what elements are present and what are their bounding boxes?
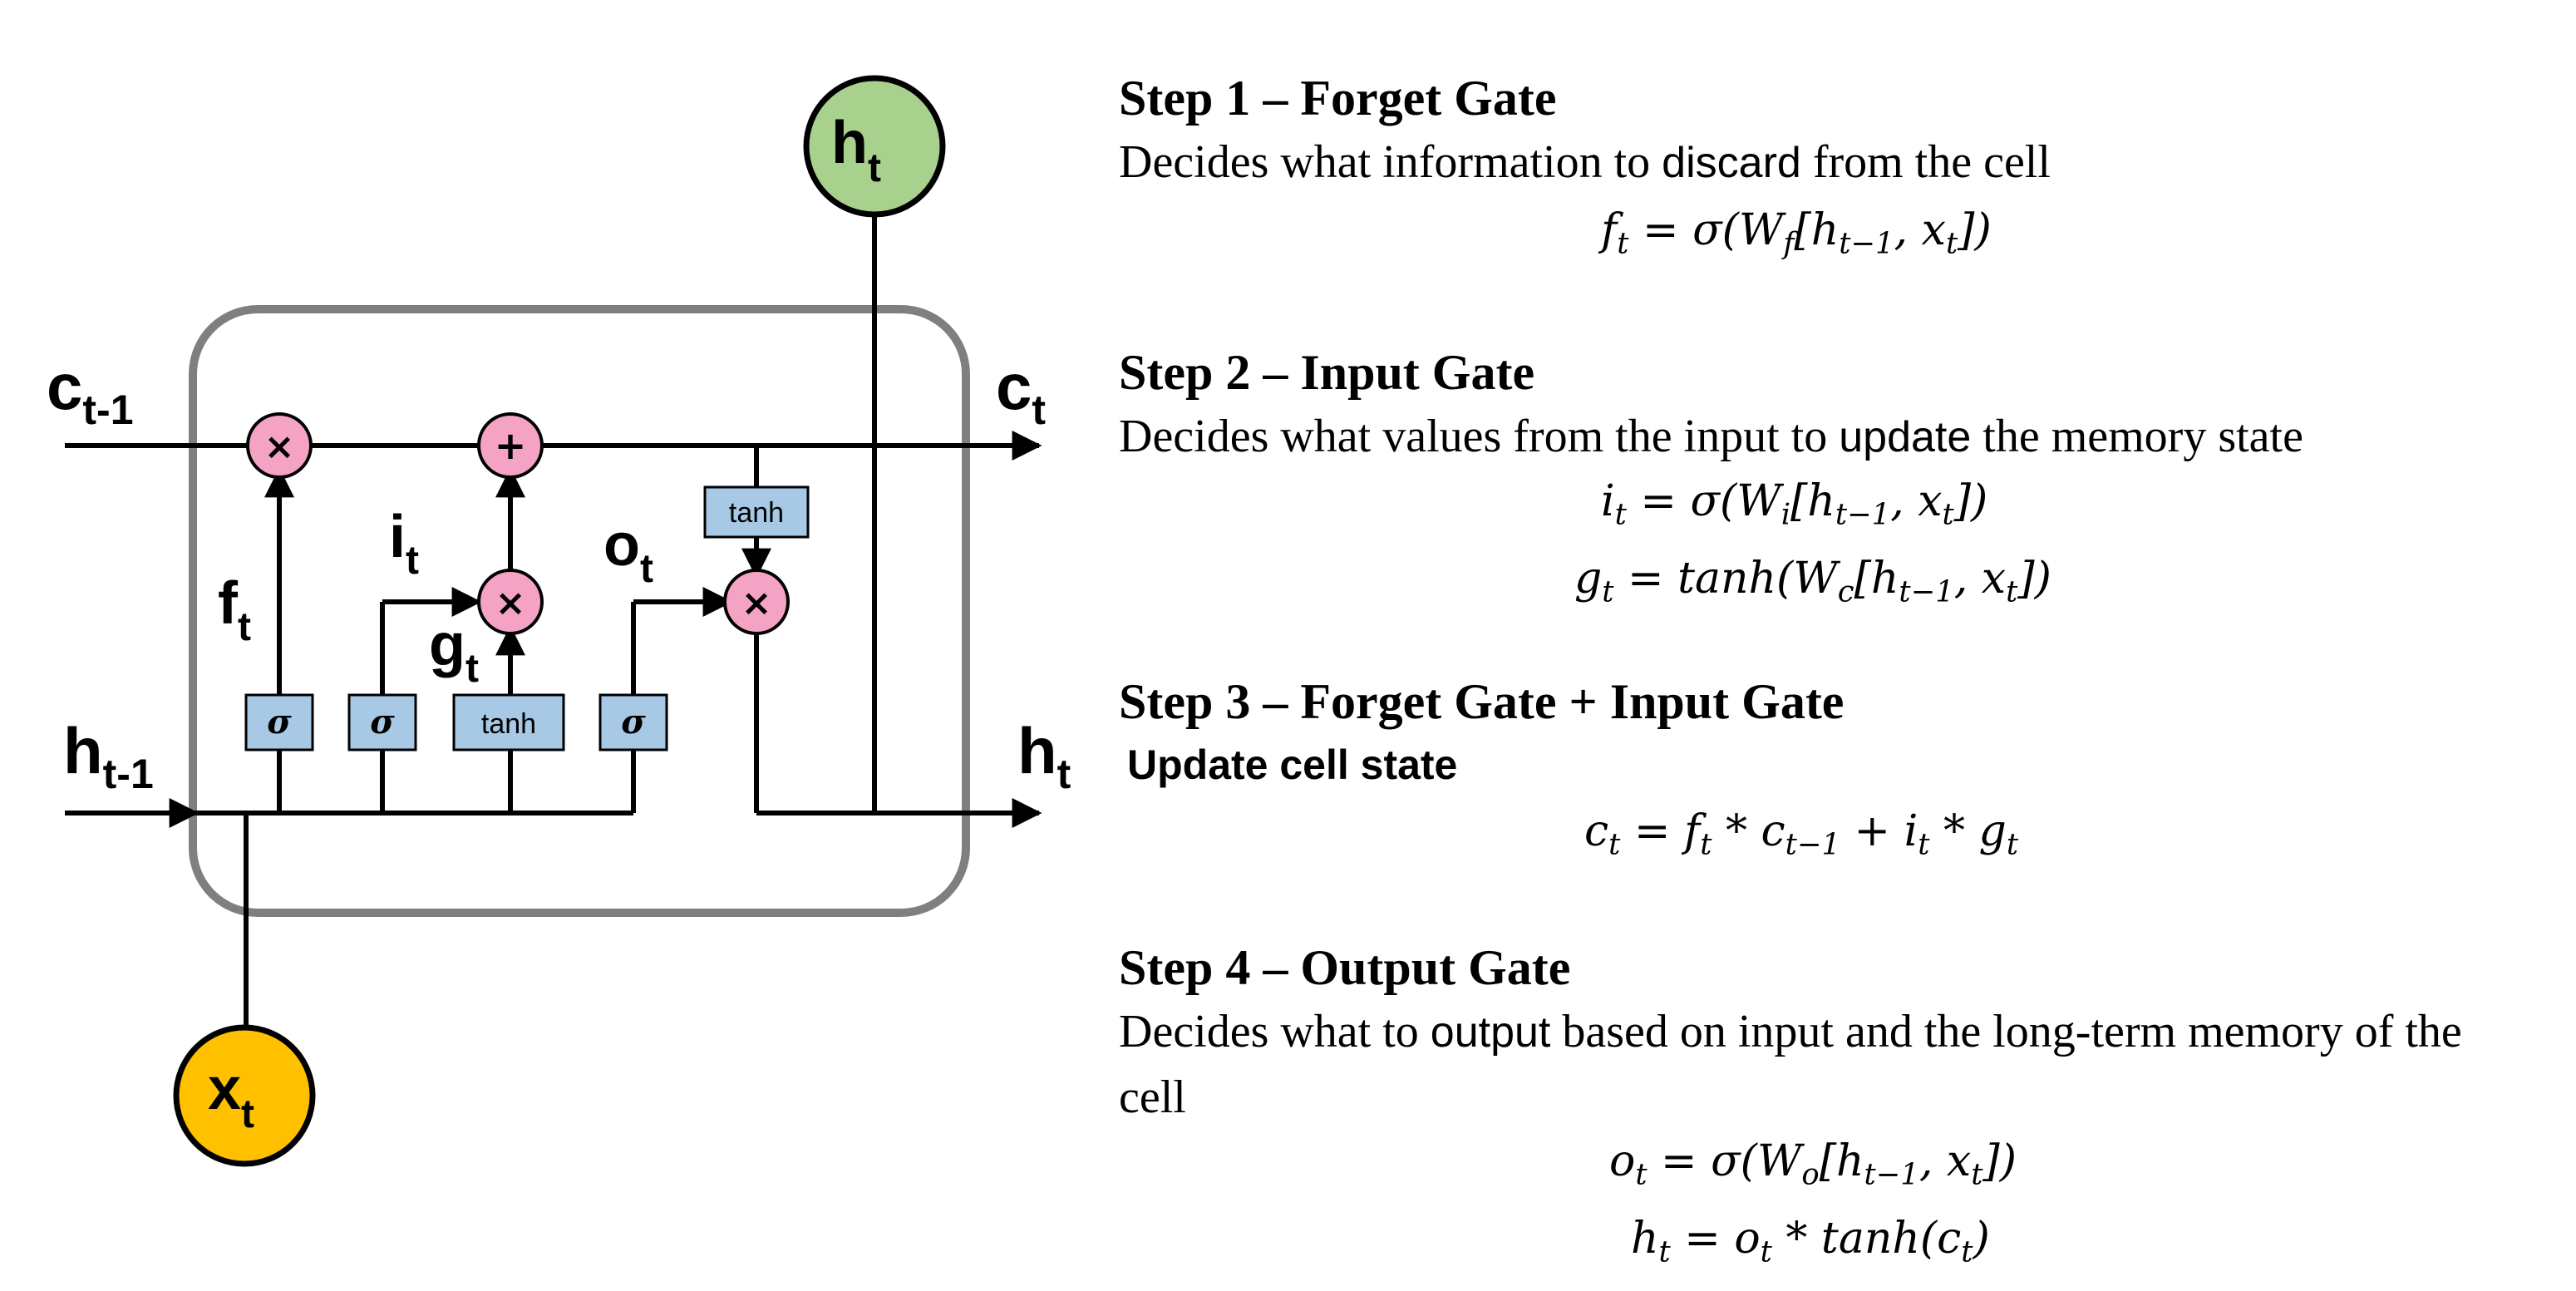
forget-sigma-label: σ (267, 702, 292, 742)
input-sigma-label: σ (370, 702, 395, 742)
cell-add-symbol: + (495, 423, 527, 468)
input-node (173, 1024, 316, 1167)
equation: gt = tanh(Wc[ht−1, xt]) (1574, 553, 2051, 609)
cell-boundary (189, 305, 970, 917)
candidate-tanh-label: tanh (481, 708, 536, 740)
step-description: Decides what values from the input to up… (1119, 411, 2303, 462)
input-multiply-node (477, 569, 544, 635)
input-sigma-box (347, 693, 417, 751)
prev-hidden-state-label: ht-1 (63, 714, 154, 797)
step-cell-update: Step 3 – Forget Gate + Input Gate Update… (1119, 670, 2565, 880)
step-description: Decides what information to discard from… (1119, 136, 2051, 188)
forget-multiply-symbol: × (264, 426, 295, 468)
step-title: Step 1 – Forget Gate (1119, 71, 1557, 126)
output-multiply-symbol: × (741, 582, 772, 624)
next-hidden-state-label: ht (1017, 714, 1071, 797)
cell-add-node (477, 412, 544, 479)
equation: it = σ(Wi[ht−1, xt]) (1601, 476, 1988, 532)
prev-cell-state-label: ct-1 (47, 350, 134, 433)
input-multiply-symbol: × (495, 582, 526, 624)
next-cell-state-label: ct (996, 350, 1046, 433)
output-tanh-box (703, 485, 810, 539)
equation: ot = σ(Wo[ht−1, xt]) (1609, 1136, 2017, 1192)
output-tanh-label: tanh (729, 497, 784, 529)
output-node-label: ht (831, 110, 881, 190)
step-forget-gate: Step 1 – Forget Gate Decides what inform… (1119, 67, 2565, 279)
output-multiply-node (723, 569, 790, 635)
step-output-gate: Step 4 – Output Gate Decides what to out… (1119, 936, 2565, 1284)
equation: ct = ft * ct−1 + it * gt (1584, 806, 2019, 862)
step-title: Step 3 – Forget Gate + Input Gate (1119, 674, 1845, 729)
step-title: Step 4 – Output Gate (1119, 940, 1571, 995)
output-sigma-label: σ (621, 702, 646, 742)
output-gate-label: ot (603, 512, 653, 591)
step-input-gate: Step 2 – Input Gate Decides what values … (1119, 341, 2565, 623)
input-gate-label: it (389, 504, 419, 583)
output-sigma-box (598, 693, 668, 751)
step-keyword: update (1839, 413, 1972, 461)
candidate-label: gt (429, 612, 479, 691)
forget-sigma-box (244, 693, 314, 751)
forget-multiply-node (246, 412, 313, 479)
equation: ft = σ(Wf[ht−1, xt]) (1601, 205, 1992, 261)
step-title: Step 2 – Input Gate (1119, 345, 1535, 400)
step-keyword: discard (1662, 139, 1801, 187)
step-subtitle: Update cell state (1127, 742, 1458, 788)
lstm-cell-diagram: tanh σ σ tanh σ × + × × ht xt ct-1 ct ht… (47, 75, 1071, 1167)
step-description: Decides what to output based on input an… (1119, 1006, 2462, 1123)
output-node (803, 75, 946, 218)
input-node-label: xt (208, 1056, 254, 1136)
candidate-tanh-box (452, 693, 565, 751)
equation: ht = ot * tanh(ct) (1631, 1213, 1990, 1269)
forget-gate-label: ft (218, 570, 251, 649)
step-keyword: output (1430, 1008, 1551, 1057)
